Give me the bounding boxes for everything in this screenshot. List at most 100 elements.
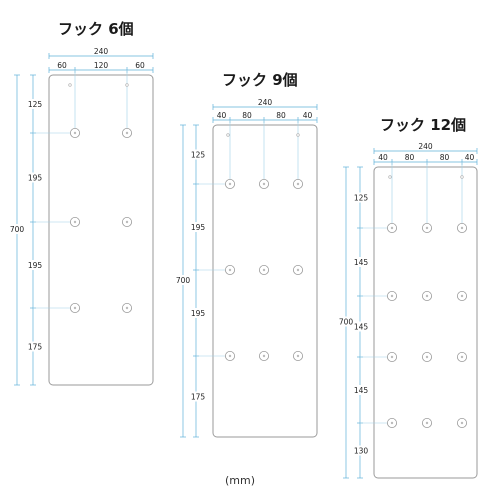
hook-hole xyxy=(456,290,467,301)
hook-hole-center xyxy=(460,421,464,425)
hook-hole-center xyxy=(425,226,429,230)
label-bg xyxy=(27,341,44,352)
height-segment-label: 145 xyxy=(354,258,369,267)
label-bg xyxy=(353,445,370,456)
hook-hole-center xyxy=(125,220,129,224)
hook-hole xyxy=(386,351,397,362)
height-segment-label: 195 xyxy=(28,174,43,183)
label-bg xyxy=(174,275,192,285)
hook-hole xyxy=(122,216,133,227)
hook-hole-center xyxy=(390,421,394,425)
hook-hole xyxy=(292,264,303,275)
width-segment-label: 60 xyxy=(135,61,145,70)
panel-title-12-hooks: フック 12個 xyxy=(380,116,467,134)
hook-hole-center xyxy=(262,268,266,272)
height-segment-label: 145 xyxy=(354,386,369,395)
hook-hole-center xyxy=(296,354,300,358)
hook-hole-center xyxy=(460,294,464,298)
board-outline xyxy=(373,166,478,479)
mount-hole xyxy=(68,83,72,87)
hook-hole xyxy=(292,178,303,189)
hook-hole-center xyxy=(296,182,300,186)
hook-hole xyxy=(224,264,235,275)
hook-hole xyxy=(224,350,235,361)
height-total-label: 700 xyxy=(176,276,191,285)
hook-hole-center xyxy=(390,294,394,298)
label-bg xyxy=(8,224,26,234)
mount-hole xyxy=(388,175,392,179)
hook-hole-center xyxy=(125,306,129,310)
height-segment-label: 195 xyxy=(191,309,206,318)
hook-hole xyxy=(70,216,81,227)
hook-hole xyxy=(258,350,269,361)
height-segment-label: 175 xyxy=(28,343,43,352)
width-total-label: 240 xyxy=(94,47,109,56)
hook-hole-center xyxy=(262,354,266,358)
mount-hole xyxy=(226,133,230,137)
width-total-label: 240 xyxy=(418,142,433,151)
board-outline xyxy=(48,74,154,386)
hook-hole xyxy=(386,222,397,233)
hook-hole-center xyxy=(228,268,232,272)
label-bg xyxy=(190,391,207,402)
hook-hole xyxy=(421,417,432,428)
hook-hole-center xyxy=(425,421,429,425)
hook-hole xyxy=(224,178,235,189)
hook-hole xyxy=(456,222,467,233)
mount-hole xyxy=(296,133,300,137)
height-total-label: 700 xyxy=(339,318,354,327)
height-segment-label: 130 xyxy=(354,447,369,456)
board-outline xyxy=(212,124,318,438)
width-segment-label: 40 xyxy=(303,111,313,120)
width-segment-label: 80 xyxy=(405,153,415,162)
label-bg xyxy=(337,316,355,327)
hook-hole xyxy=(122,127,133,138)
panel-title-9-hooks: フック 9個 xyxy=(222,71,298,89)
hook-hole-center xyxy=(228,354,232,358)
hook-hole-center xyxy=(460,226,464,230)
hook-hole-center xyxy=(296,268,300,272)
hook-hole-center xyxy=(425,294,429,298)
hook-hole xyxy=(421,290,432,301)
hook-hole-center xyxy=(73,306,77,310)
hook-hole xyxy=(421,351,432,362)
width-segment-label: 40 xyxy=(465,153,475,162)
panel-title-6-hooks: フック 6個 xyxy=(58,20,134,38)
label-bg xyxy=(27,99,44,109)
label-bg xyxy=(353,385,370,395)
height-segment-label: 125 xyxy=(191,151,206,160)
hook-hole xyxy=(456,351,467,362)
width-segment-label: 40 xyxy=(378,153,388,162)
unit-label: (mm) xyxy=(225,474,256,487)
hook-hole xyxy=(70,302,81,313)
hook-hole-center xyxy=(390,355,394,359)
hook-hole xyxy=(122,302,133,313)
width-segment-label: 120 xyxy=(94,61,109,70)
hook-hole xyxy=(258,178,269,189)
label-bg xyxy=(27,172,44,183)
width-segment-label: 60 xyxy=(57,61,67,70)
hook-hole xyxy=(70,127,81,138)
width-segment-label: 80 xyxy=(440,153,450,162)
hook-hole xyxy=(421,222,432,233)
height-segment-label: 145 xyxy=(354,323,369,332)
height-segment-label: 125 xyxy=(354,194,369,203)
hook-hole xyxy=(386,290,397,301)
hook-hole-center xyxy=(460,355,464,359)
label-bg xyxy=(190,222,207,232)
hook-hole xyxy=(386,417,397,428)
hook-hole xyxy=(258,264,269,275)
label-bg xyxy=(353,321,370,332)
height-segment-label: 195 xyxy=(28,261,43,270)
label-bg xyxy=(353,192,370,203)
mount-hole xyxy=(125,83,129,87)
height-total-label: 700 xyxy=(10,225,25,234)
hook-hole-center xyxy=(73,131,77,135)
width-total-label: 240 xyxy=(258,98,273,107)
label-bg xyxy=(190,308,207,318)
hook-hole-center xyxy=(390,226,394,230)
label-bg xyxy=(27,260,44,270)
